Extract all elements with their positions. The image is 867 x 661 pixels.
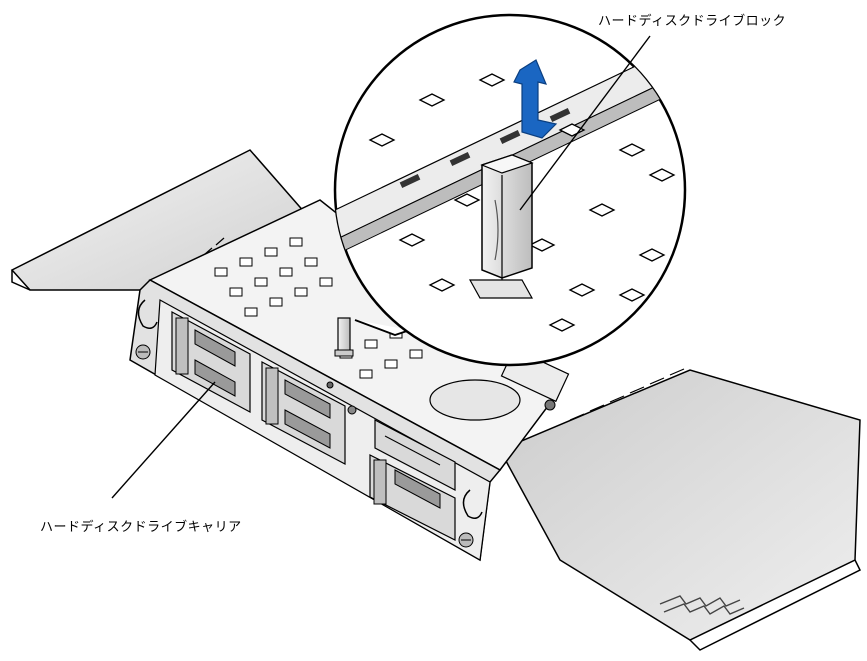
rack-ear-right <box>462 489 483 519</box>
thumbscrew-right-icon <box>458 532 474 548</box>
drive-carrier-1 <box>171 310 251 414</box>
drive-lock-large <box>468 154 534 299</box>
label-hard-drive-carrier: ハードディスクドライブキャリア <box>40 520 242 535</box>
optical-drive <box>374 419 456 491</box>
internal-fan <box>429 379 521 421</box>
right-cover-edge <box>689 559 862 651</box>
leader-line-lock <box>519 35 651 211</box>
indicator-led <box>347 405 357 415</box>
blue-up-arrow-icon <box>513 59 558 139</box>
right-cover-panel <box>498 369 861 641</box>
drive-carrier-2 <box>261 361 346 465</box>
leader-line-carrier <box>111 381 216 499</box>
rack-ear-left <box>137 299 158 329</box>
label-hard-drive-lock: ハードディスクドライブロック <box>598 14 787 29</box>
dell-logo <box>659 595 745 615</box>
drive-carrier-3 <box>369 454 456 541</box>
power-button <box>326 381 334 389</box>
hinge-right <box>569 368 685 421</box>
chassis-thumbscrew-rear <box>544 399 556 411</box>
drive-lock-small <box>334 317 354 357</box>
magnified-view <box>333 13 687 367</box>
left-cover-edge <box>11 270 31 291</box>
thumbscrew-left-icon <box>135 344 151 360</box>
